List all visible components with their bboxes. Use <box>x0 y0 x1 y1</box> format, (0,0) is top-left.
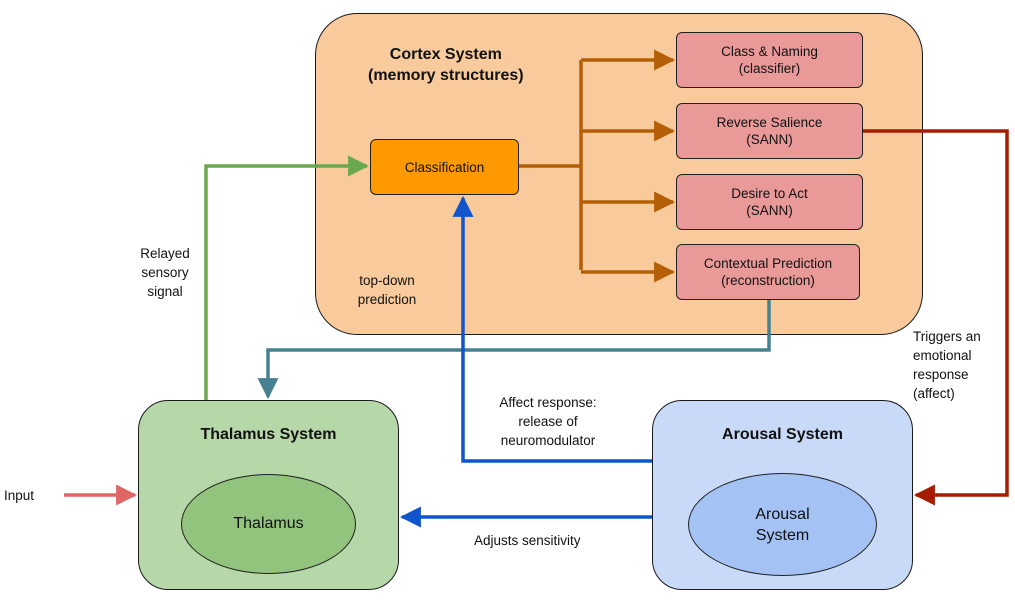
adjusts-sensitivity-label: Adjusts sensitivity <box>474 533 581 548</box>
trigger-affect-arrow <box>863 129 1009 506</box>
classification-node: Classification <box>370 139 519 195</box>
reverse-salience-node: Reverse Salience(SANN) <box>676 103 863 159</box>
class-naming-node: Class & Naming(classifier) <box>676 32 863 88</box>
contextual-prediction-node: Contextual Prediction(reconstruction) <box>676 244 860 300</box>
top-down-prediction-label: top-down prediction <box>357 273 417 307</box>
arousal-oval: Arousal System <box>688 473 877 576</box>
affect-response-arrow <box>452 195 652 463</box>
prediction-arrow <box>257 300 771 400</box>
thalamus-oval: Thalamus <box>181 474 356 574</box>
relayed-sensory-signal-label: Relayed sensory signal <box>140 246 190 299</box>
triggers-emotional-response-label: Triggers an emotional response (affect) <box>913 329 981 401</box>
desire-to-act-node: Desire to Act(SANN) <box>676 174 863 230</box>
cortex-system-title: Cortex System (memory structures) <box>368 46 524 84</box>
cortex-output-arrows <box>519 49 676 283</box>
thalamus-system-title: Thalamus System <box>200 426 337 443</box>
affect-response-label: Affect response: release of neuromodulat… <box>499 395 597 448</box>
sensory-signal-arrow <box>204 155 370 400</box>
input-label: Input <box>4 488 35 503</box>
arousal-system-title: Arousal System <box>722 426 843 443</box>
